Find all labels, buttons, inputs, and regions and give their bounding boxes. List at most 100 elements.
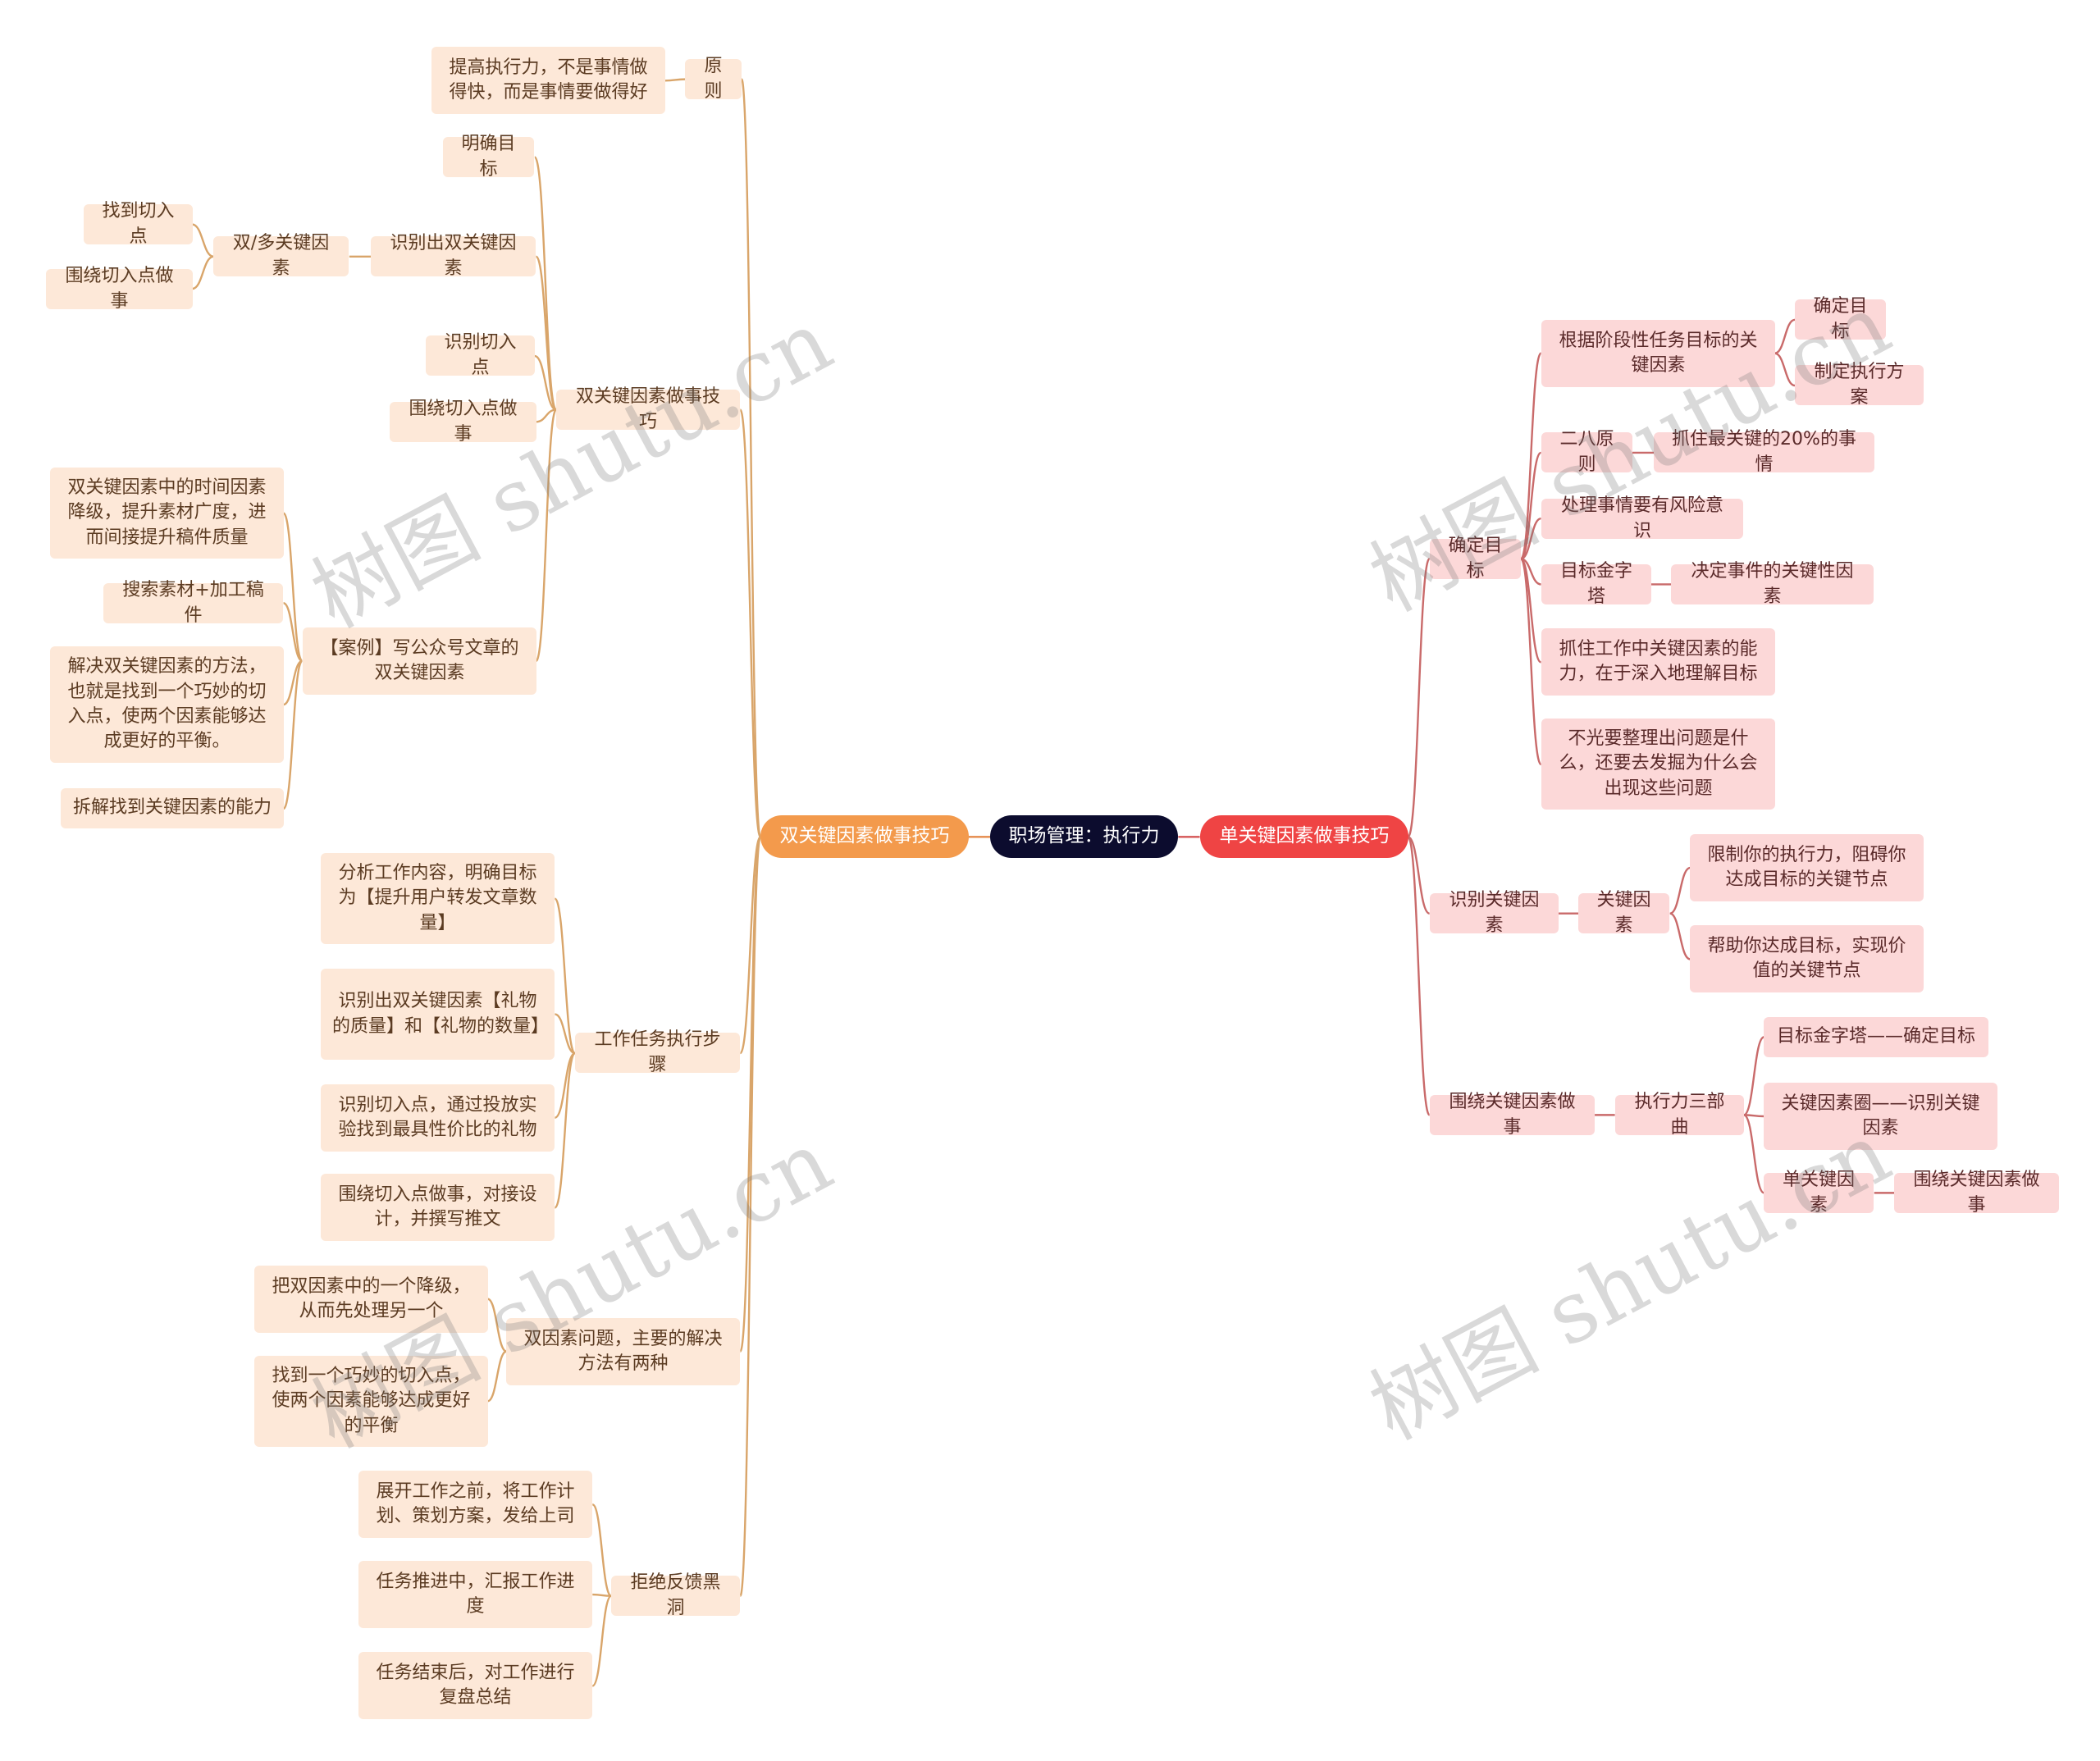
topic-label: 识别关键因素 [1449, 890, 1540, 936]
leaf-label: 拆解找到关键因素的能力 [72, 797, 272, 819]
connector-line [554, 1013, 576, 1055]
connector-line [739, 836, 762, 1597]
connector-line [1669, 912, 1691, 960]
topic-label: 工作任务执行步骤 [594, 1029, 721, 1075]
leaf-node[interactable]: 确定目标 [1795, 296, 1886, 342]
leaf-node[interactable]: 围绕切入点做事 [46, 266, 193, 312]
subtopic-label: 双/多关键因素 [232, 233, 330, 279]
subtopic-node[interactable]: 抓住工作中关键因素的能力，在于深入地理解目标 [1541, 628, 1775, 696]
leaf-node[interactable]: 双关键因素中的时间因素降级，提升素材广度，进而间接提升稿件质量 [50, 468, 284, 559]
leaf-label: 搜索素材+加工稿件 [122, 580, 264, 626]
subtopic-node[interactable]: 识别出双关键因素 [371, 233, 536, 279]
topic-label: 双因素问题，主要的解决方法有两种 [523, 1328, 723, 1374]
left-branch-node[interactable]: 双关键因素做事技巧 [760, 815, 969, 858]
subtopic-label: 识别出双关键因素【礼物的质量】和【礼物的数量】 [332, 991, 550, 1037]
leaf-node[interactable]: 关键因素圈——识别关键因素 [1764, 1083, 1997, 1150]
topic-dual-factor-solutions[interactable]: 双因素问题，主要的解决方法有两种 [506, 1318, 740, 1385]
connector-line [739, 836, 762, 1055]
subtopic-label: 任务推进中，汇报工作进度 [376, 1571, 575, 1617]
leaf-node[interactable]: 搜索素材+加工稿件 [103, 580, 283, 626]
subtopic-node[interactable]: 任务推进中，汇报工作进度 [358, 1561, 592, 1628]
connector-line [1519, 352, 1542, 560]
connector-line [191, 255, 214, 290]
leaf-node[interactable]: 找到切入点 [84, 201, 193, 247]
connector-line [1743, 1036, 1765, 1116]
subtopic-node[interactable]: 找到一个巧妙的切入点，使两个因素能够达成更好的平衡 [254, 1356, 488, 1447]
connector-line [535, 255, 558, 411]
subtopic-node[interactable]: 分析工作内容，明确目标为【提升用户转发文章数量】 [321, 853, 555, 944]
leaf-label: 双关键因素中的时间因素降级，提升素材广度，进而间接提升稿件质量 [67, 477, 267, 548]
connector-line [1407, 836, 1431, 915]
leaf-node[interactable]: 围绕关键因素做事 [1894, 1170, 2059, 1216]
connector-line [191, 223, 214, 258]
leaf-node[interactable]: 单关键因素 [1764, 1170, 1874, 1216]
subtopic-node[interactable]: 二八原则 [1541, 429, 1632, 475]
right-branch-node[interactable]: 单关键因素做事技巧 [1200, 815, 1408, 858]
subtopic-node[interactable]: 执行力三部曲 [1615, 1092, 1744, 1138]
subtopic-node[interactable]: 根据阶段性任务目标的关键因素 [1541, 320, 1775, 387]
leaf-node[interactable]: 解决双关键因素的方法，也就是找到一个巧妙的切入点，使两个因素能够达成更好的平衡。 [50, 646, 284, 763]
connector-line [1743, 1114, 1765, 1194]
leaf-label: 关键因素圈——识别关键因素 [1781, 1093, 1980, 1138]
subtopic-node[interactable]: 【案例】写公众号文章的双关键因素 [303, 627, 536, 695]
leaf-node[interactable]: 抓住最关键的20%的事情 [1654, 429, 1874, 475]
subtopic-node[interactable]: 明确目标 [443, 134, 534, 180]
leaf-node[interactable]: 拆解找到关键因素的能力 [61, 788, 284, 828]
connector-line [1407, 558, 1431, 838]
subtopic-node[interactable]: 关键因素 [1578, 890, 1669, 936]
leaf-node[interactable]: 决定事件的关键性因素 [1671, 561, 1874, 607]
subtopic-node[interactable]: 围绕切入点做事，对接设计，并撰写推文 [321, 1174, 555, 1241]
subtopic-node[interactable]: 识别出双关键因素【礼物的质量】和【礼物的数量】 [321, 969, 555, 1060]
topic-label: 双关键因素做事技巧 [575, 386, 720, 432]
subtopic-node[interactable]: 识别切入点，通过投放实验找到最具性价比的礼物 [321, 1084, 555, 1152]
leaf-node[interactable]: 帮助你达成目标，实现价值的关键节点 [1690, 925, 1924, 992]
leaf-label: 围绕关键因素做事 [1913, 1170, 2040, 1216]
subtopic-label: 分析工作内容，明确目标为【提升用户转发文章数量】 [338, 862, 537, 933]
topic-principle[interactable]: 原则 [685, 56, 742, 102]
connector-line [1774, 318, 1796, 354]
leaf-node[interactable]: 目标金字塔——确定目标 [1764, 1017, 1988, 1057]
connector-line [740, 78, 762, 838]
subtopic-label: 明确目标 [461, 134, 516, 180]
leaf-label: 制定执行方案 [1814, 362, 1905, 408]
topic-set-goal[interactable]: 确定目标 [1430, 536, 1521, 582]
subtopic-node[interactable]: 任务结束后，对工作进行复盘总结 [358, 1652, 592, 1719]
subtopic-node[interactable]: 识别切入点 [426, 332, 535, 378]
subtopic-label: 识别出双关键因素 [390, 233, 517, 279]
subtopic-node[interactable]: 把双因素中的一个降级，从而先处理另一个 [254, 1266, 488, 1333]
connector-line [591, 1503, 613, 1597]
topic-label: 原则 [704, 56, 723, 102]
root-node[interactable]: 职场管理：执行力 [990, 815, 1178, 858]
leaf-label: 确定目标 [1813, 296, 1868, 342]
subtopic-label: 目标金字塔 [1559, 561, 1632, 607]
connector-line [739, 408, 762, 838]
leaf-node[interactable]: 制定执行方案 [1795, 362, 1924, 408]
connector-line [1774, 352, 1796, 387]
connector-line [591, 1594, 613, 1687]
topic-task-steps[interactable]: 工作任务执行步骤 [575, 1029, 740, 1075]
topic-dual-factor-skills[interactable]: 双关键因素做事技巧 [556, 386, 740, 432]
subtopic-node[interactable]: 目标金字塔 [1541, 561, 1651, 607]
topic-identify-key-factor[interactable]: 识别关键因素 [1430, 890, 1559, 936]
connector-line [1407, 836, 1431, 1116]
connector-line [282, 659, 304, 810]
subtopic-node[interactable]: 处理事情要有风险意识 [1541, 495, 1743, 541]
connector-line [554, 1052, 577, 1209]
leaf-label: 围绕切入点做事 [65, 266, 174, 312]
subtopic-label: 任务结束后，对工作进行复盘总结 [376, 1662, 575, 1708]
subtopic-node[interactable]: 展开工作之前，将工作计划、策划方案，发给上司 [358, 1471, 592, 1538]
right-branch-label: 单关键因素做事技巧 [1219, 825, 1390, 847]
topic-feedback[interactable]: 拒绝反馈黑洞 [611, 1572, 740, 1618]
subtopic-node[interactable]: 不光要整理出问题是什么，还要去发掘为什么会出现这些问题 [1541, 719, 1775, 810]
leaf-node[interactable]: 限制你的执行力，阻碍你达成目标的关键节点 [1690, 834, 1924, 901]
leaf-label: 决定事件的关键性因素 [1691, 561, 1854, 607]
subtopic-node[interactable]: 双/多关键因素 [213, 233, 349, 279]
subtopic-label: 识别切入点 [444, 332, 517, 378]
connector-line [554, 1052, 576, 1119]
root-label: 职场管理：执行力 [1008, 825, 1160, 847]
topic-label: 确定目标 [1448, 536, 1503, 582]
subtopic-node[interactable]: 围绕切入点做事 [390, 399, 536, 445]
subtopic-node[interactable]: 提高执行力，不是事情做得快，而是事情要做得好 [431, 47, 665, 114]
topic-work-around-key-factor[interactable]: 围绕关键因素做事 [1430, 1092, 1595, 1138]
